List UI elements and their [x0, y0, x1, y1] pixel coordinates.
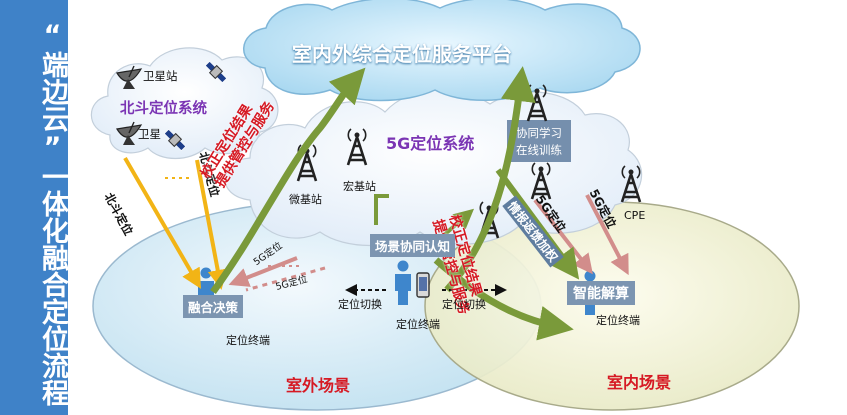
fusion-box: 融合决策 — [183, 295, 244, 318]
sidebar: “端边云”一体化融合定位流程 — [0, 0, 68, 415]
satellite-station-label: 卫星站 — [143, 69, 178, 83]
micro-bs-label: 微基站 — [289, 193, 322, 206]
platform-title: 室内外综合定位服务平台 — [292, 42, 512, 66]
g5-system-label: 5G定位系统 — [386, 134, 475, 153]
right-calibrate-arrow — [444, 66, 536, 293]
smart-solve-box: 智能解算 — [567, 281, 635, 305]
g5-left-arrow-1 — [228, 256, 298, 287]
g5-right-arrow-2 — [585, 194, 629, 276]
sidebar-title: “端边云”一体化融合定位流程 — [37, 19, 68, 406]
left-calibrate-arrow — [210, 67, 366, 295]
cog-arrow — [374, 194, 389, 225]
g5-right-arrow-1 — [533, 198, 593, 275]
to-indoor-arrow — [433, 257, 574, 341]
switch-left-label: 定位切换 — [338, 298, 382, 311]
cpe-label: CPE — [624, 209, 646, 222]
beidou-arrow-1 — [123, 156, 202, 289]
indoor-scene-label: 室内场景 — [607, 373, 672, 392]
beidou-cloud — [90, 47, 279, 159]
beidou-system-label: 北斗定位系统 — [120, 101, 207, 117]
corner-text-line-2: 在线训练 — [516, 143, 562, 157]
terminal-left-label: 定位终端 — [226, 334, 270, 347]
satellite-label: 卫星 — [138, 127, 161, 141]
g5-left-arrow-2 — [245, 266, 326, 292]
terminal-center-label: 定位终端 — [396, 318, 440, 331]
icon-layer — [116, 59, 642, 315]
cog-arrow-2 — [442, 208, 475, 237]
ai-image-box: 协同学习 在线训练 — [507, 120, 571, 162]
diagram-stage: 协同学习 在线训练 — [68, 0, 847, 415]
terminal-right-label: 定位终端 — [596, 314, 640, 327]
switch-right-label: 定位切换 — [442, 298, 486, 311]
phone-icon — [416, 272, 430, 298]
scene-cog-box: 场景协同认知 — [370, 234, 456, 257]
beidou-arrow-2 — [195, 159, 228, 290]
macro-bs-label: 宏基站 — [343, 180, 376, 193]
corner-text-line-1: 协同学习 — [516, 126, 562, 140]
outdoor-scene-label: 室外场景 — [286, 376, 351, 395]
